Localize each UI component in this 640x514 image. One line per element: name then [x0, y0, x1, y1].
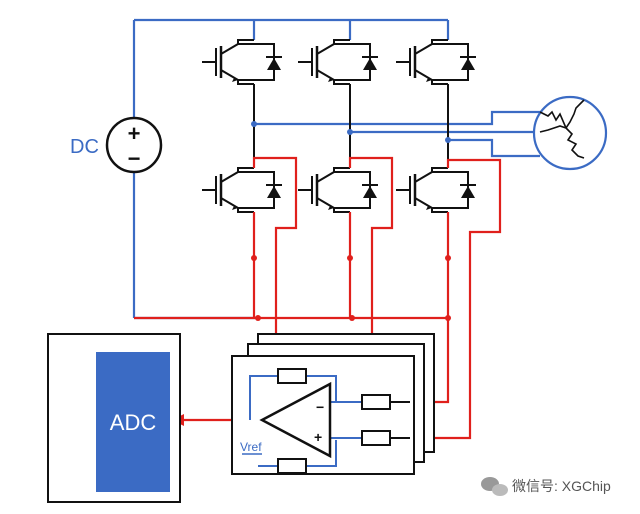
feedback-resistor-bottom [277, 458, 307, 474]
switch-low-1 [200, 166, 284, 214]
switch-high-1 [200, 38, 284, 86]
opamp-plus-label: + [314, 429, 322, 445]
op-amp-triangle-icon [259, 381, 332, 459]
switch-low-2 [296, 166, 380, 214]
dc-label: DC [70, 136, 99, 158]
input-resistor-plus [361, 430, 391, 446]
switch-high-3 [394, 38, 478, 86]
dc-minus-sign: − [128, 146, 141, 171]
opamp-minus-label: − [316, 399, 324, 415]
input-resistor-minus [361, 394, 391, 410]
dc-source-icon: + − [105, 116, 163, 174]
vref-label: Vref [240, 440, 262, 454]
amp-card-front: − + Vref [231, 355, 415, 475]
switch-low-3 [394, 166, 478, 214]
watermark: 微信号: XGChip [481, 477, 611, 496]
phase-dots [251, 121, 451, 143]
watermark-text: 微信号: XGChip [512, 478, 611, 494]
three-phase-motor-icon [532, 95, 608, 171]
junction-dots [251, 255, 451, 321]
wechat-icon [481, 477, 508, 496]
feedback-resistor-top [277, 368, 307, 384]
switch-high-2 [296, 38, 380, 86]
adc-block: ADC [47, 333, 181, 503]
adc-label: ADC [110, 410, 157, 435]
dc-plus-sign: + [128, 121, 141, 146]
sense-wires [134, 156, 502, 440]
